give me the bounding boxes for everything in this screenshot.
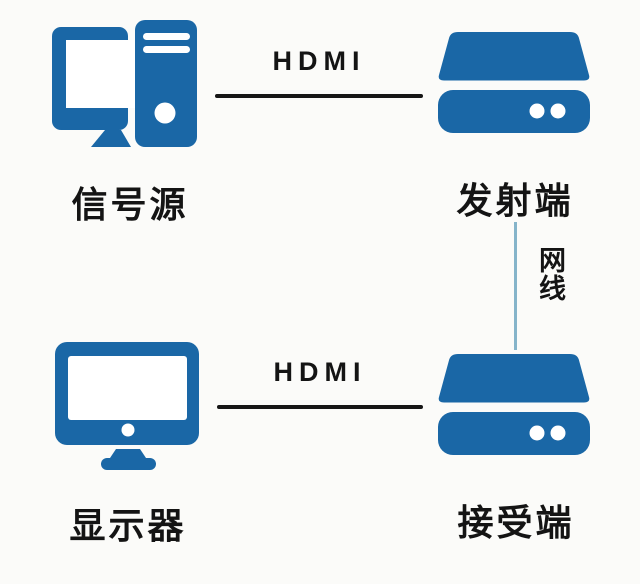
transmitter-label: 发射端 <box>456 180 574 221</box>
receiver-label: 接受端 <box>457 502 575 543</box>
hdmi-label-bottom: HDMI <box>273 357 367 387</box>
hdmi-label-top: HDMI <box>272 46 366 76</box>
desktop-computer-icon <box>50 17 198 148</box>
hdmi-cable-line-top <box>215 94 423 98</box>
network-cable-line <box>514 222 517 350</box>
monitor-icon <box>54 342 200 470</box>
network-cable-label: 网线 <box>535 246 566 302</box>
signal-source-label: 信号源 <box>71 184 189 225</box>
transmitter-box-icon <box>438 32 590 133</box>
monitor-label: 显示器 <box>69 505 187 546</box>
hdmi-cable-line-bottom <box>217 405 423 409</box>
receiver-box-icon <box>438 354 590 455</box>
